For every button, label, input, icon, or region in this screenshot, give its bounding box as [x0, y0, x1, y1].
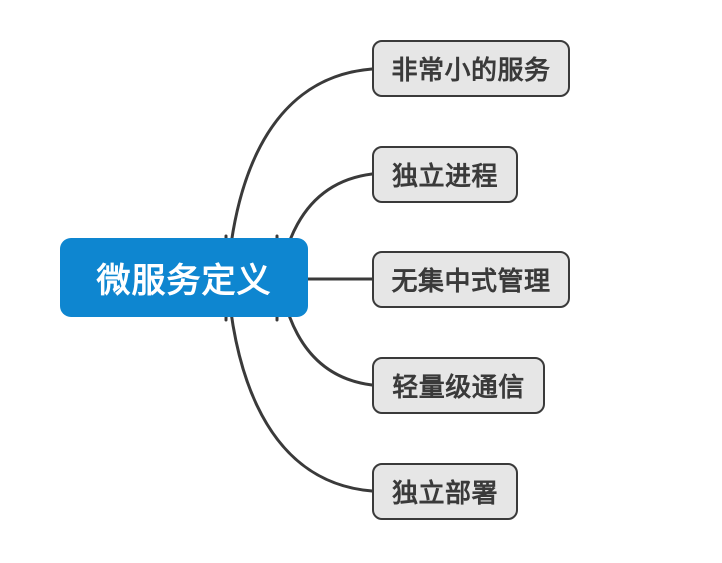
child-node-lightweight-communication[interactable]: 轻量级通信 — [372, 357, 545, 414]
child-node-very-small-service[interactable]: 非常小的服务 — [372, 40, 570, 97]
child-node-label: 独立部署 — [391, 479, 498, 509]
child-node-independent-process[interactable]: 独立进程 — [372, 146, 518, 203]
child-node-label: 独立进程 — [391, 162, 498, 192]
root-node-label: 微服务定义 — [96, 261, 272, 301]
child-node-label: 轻量级通信 — [392, 373, 525, 403]
child-node-label: 无集中式管理 — [391, 267, 551, 297]
root-node-microservice-definition[interactable]: 微服务定义 — [60, 238, 308, 317]
child-node-label: 非常小的服务 — [391, 56, 551, 86]
child-node-independent-deployment[interactable]: 独立部署 — [372, 463, 518, 520]
child-node-no-centralized-management[interactable]: 无集中式管理 — [372, 251, 570, 308]
